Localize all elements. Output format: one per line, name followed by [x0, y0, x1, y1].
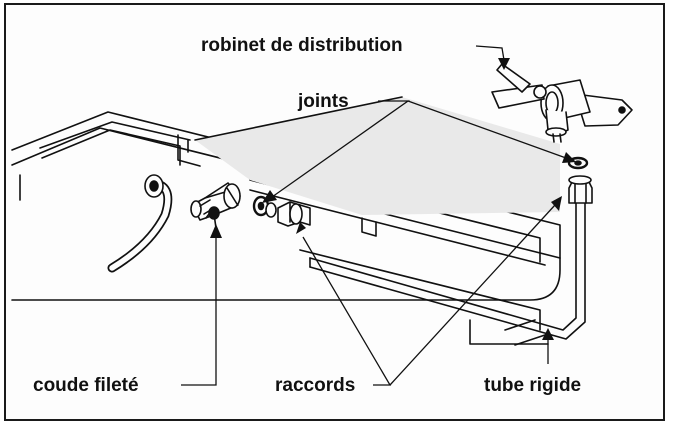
leader-joints-right: [407, 100, 567, 159]
rigid-tube: [309, 202, 586, 340]
label-robinet-de-distribution: robinet de distribution: [201, 35, 403, 56]
arrowhead-raccords-left: [296, 222, 306, 234]
leader-coude: [181, 235, 217, 386]
arrowhead-joints-right: [562, 152, 576, 163]
leader-raccords-left: [302, 236, 392, 386]
leader-robinet: [475, 45, 505, 61]
union-fitting-right: [568, 175, 593, 204]
label-joints: joints: [298, 91, 349, 112]
arrowhead-coude: [210, 224, 222, 238]
fuel-tap: [491, 63, 633, 143]
label-tube-rigide: tube rigide: [484, 375, 582, 396]
union-fitting-left: [277, 201, 311, 227]
leader-raccords-right: [389, 204, 556, 386]
arrowhead-tube: [542, 328, 554, 340]
arrowhead-joints-left: [262, 190, 277, 203]
tank-top-plate: [195, 97, 560, 215]
threaded-elbow: [190, 182, 241, 229]
tank-body: [11, 111, 561, 346]
label-coude-filete: coude fileté: [33, 375, 139, 396]
arrowhead-robinet: [498, 58, 510, 70]
arrowhead-raccords-right: [551, 196, 562, 211]
label-raccords: raccords: [275, 375, 356, 396]
